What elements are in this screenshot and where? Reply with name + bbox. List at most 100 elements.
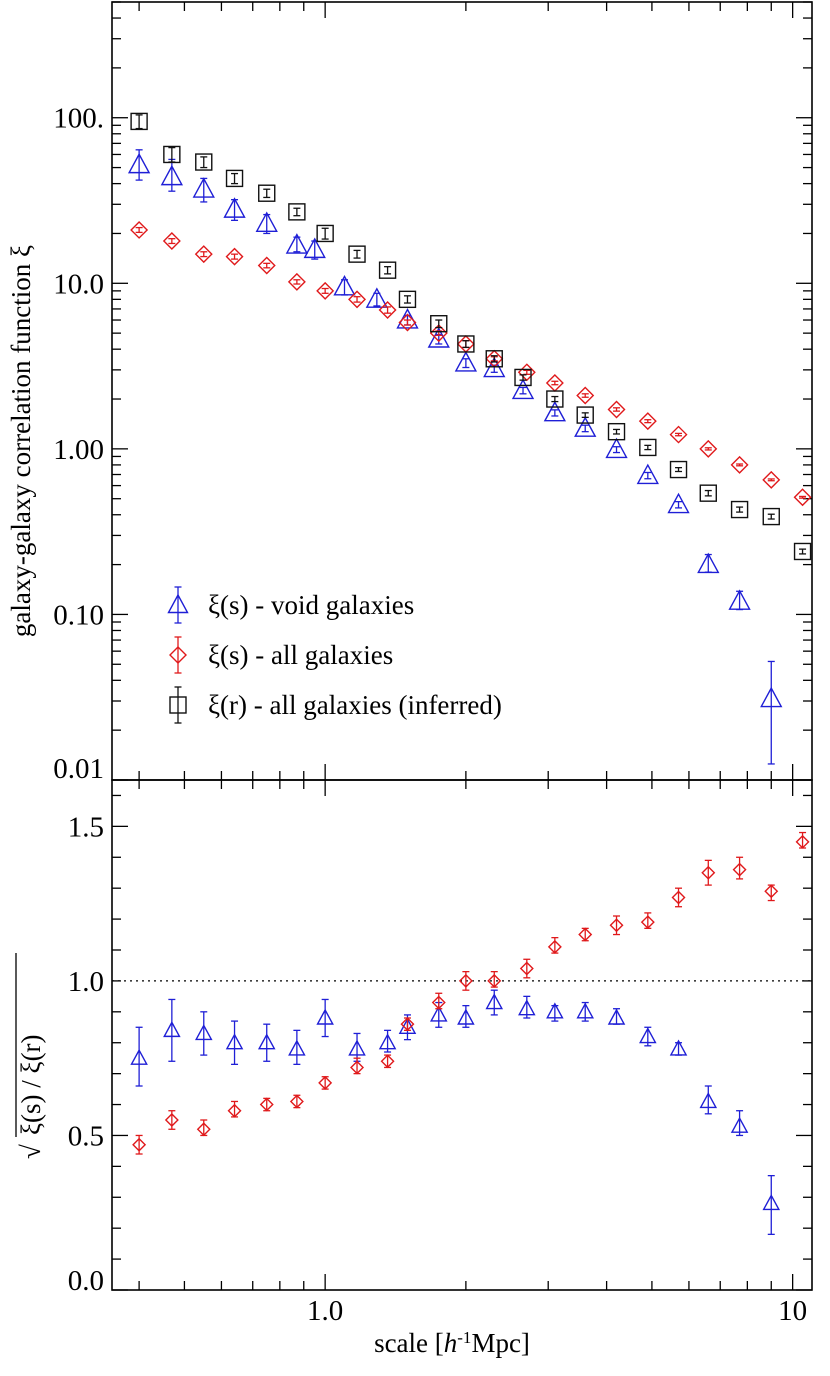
y-tick-label: 0.0 [68,1265,104,1297]
ratio-point-void [348,1039,366,1056]
point-void [667,492,690,514]
x-axis-title: scale [h-1Mpc] [374,1328,530,1359]
point-void [427,327,450,348]
ratio-point-void [730,1116,749,1133]
point-real [762,507,780,526]
point-all [378,300,397,319]
y-tick-label: 1.0 [68,966,104,998]
point-all [130,220,149,239]
ratio-axis-title: √ξ(s) / ξ(r) [15,953,46,1159]
point-void [636,463,659,485]
ratio-point-all [640,915,655,930]
point-void [697,552,720,574]
ratio-point-void [429,1005,448,1022]
ratio-point-void [762,1193,781,1211]
point-void [285,233,309,254]
legend-label: ξ(s) - void galaxies [208,590,414,620]
point-real [730,500,749,519]
point-all [762,470,781,489]
point-void [454,351,478,372]
point-all [638,412,657,431]
ratio-point-void [699,1091,718,1109]
ratio-point-all [519,961,534,976]
ratio-point-all [164,1113,179,1127]
ratio-point-all [431,995,446,1010]
x-axis-title-suffix: Mpc] [471,1328,529,1358]
sqrt-symbol: √ [16,1144,46,1159]
legend-label: ξ(s) - all galaxies [208,640,393,670]
point-all [429,324,448,343]
point-real [669,460,688,479]
ratio-point-void [485,993,504,1010]
point-real [514,368,532,387]
ratio-point-all [259,1097,274,1112]
ratio-point-void [288,1039,306,1056]
ratio-point-all [380,1054,395,1069]
point-real [130,112,148,131]
point-all [162,232,181,251]
point-void [223,197,246,218]
point-real [378,261,397,279]
point-void [160,164,184,186]
point-real [699,484,717,502]
ratio-point-all [458,973,473,988]
x-axis-title-prefix: scale [ [374,1328,444,1358]
point-real [639,438,657,457]
ratio-point-void [518,999,536,1016]
point-void [760,686,783,708]
point-void [728,589,751,610]
ratio-point-all [732,862,747,877]
point-all [398,313,417,332]
point-all [257,256,276,275]
ratio-point-void [378,1033,397,1050]
ratio-point-void [316,1008,334,1025]
y-tick-label: 0.10 [53,599,104,631]
y-tick-label: 1.00 [53,434,104,466]
point-real [607,422,626,441]
point-void [605,437,628,459]
legend-marker-all [169,646,187,664]
y-tick-label: 100. [53,103,104,135]
ratio-point-all [578,927,593,942]
ratio-point-void [639,1027,657,1044]
point-real [398,290,417,309]
point-all [669,425,688,444]
ratio-point-all [609,918,624,933]
point-all [225,247,244,266]
legend-label: ξ(r) - all galaxies (inferred) [208,690,502,720]
y-tick-label: 0.01 [53,753,104,785]
point-void [543,400,567,422]
point-all [793,488,812,507]
point-real [546,390,564,408]
bottom-panel-frame [111,779,813,1291]
ratio-point-void [669,1039,688,1056]
point-real [485,350,503,368]
x-tick-label: 10 [778,1295,807,1327]
ratio-point-void [194,1023,213,1041]
point-all [194,245,213,264]
ratio-point-all [795,834,810,849]
point-void [574,416,597,437]
ratio-point-all [701,865,716,880]
ratio-point-all [350,1060,365,1075]
x-tick-label: 1.0 [307,1295,343,1327]
point-void [192,177,215,198]
y-tick-label: 0.5 [68,1120,104,1152]
x-axis-title-sup: -1 [457,1328,471,1347]
ratio-point-void [607,1008,626,1025]
point-all [348,290,367,309]
point-all [607,400,626,419]
ratio-point-all [764,884,779,899]
point-void [303,237,326,259]
x-axis-title-h: h [444,1328,458,1358]
ratio-point-void [163,1020,181,1038]
point-all [699,439,718,458]
point-all [287,272,306,291]
point-void [365,287,389,308]
point-real [576,406,594,424]
legend-marker-void [167,593,189,614]
legend-marker-real [169,696,187,714]
point-all [576,386,595,405]
ratio-point-all [671,890,686,905]
